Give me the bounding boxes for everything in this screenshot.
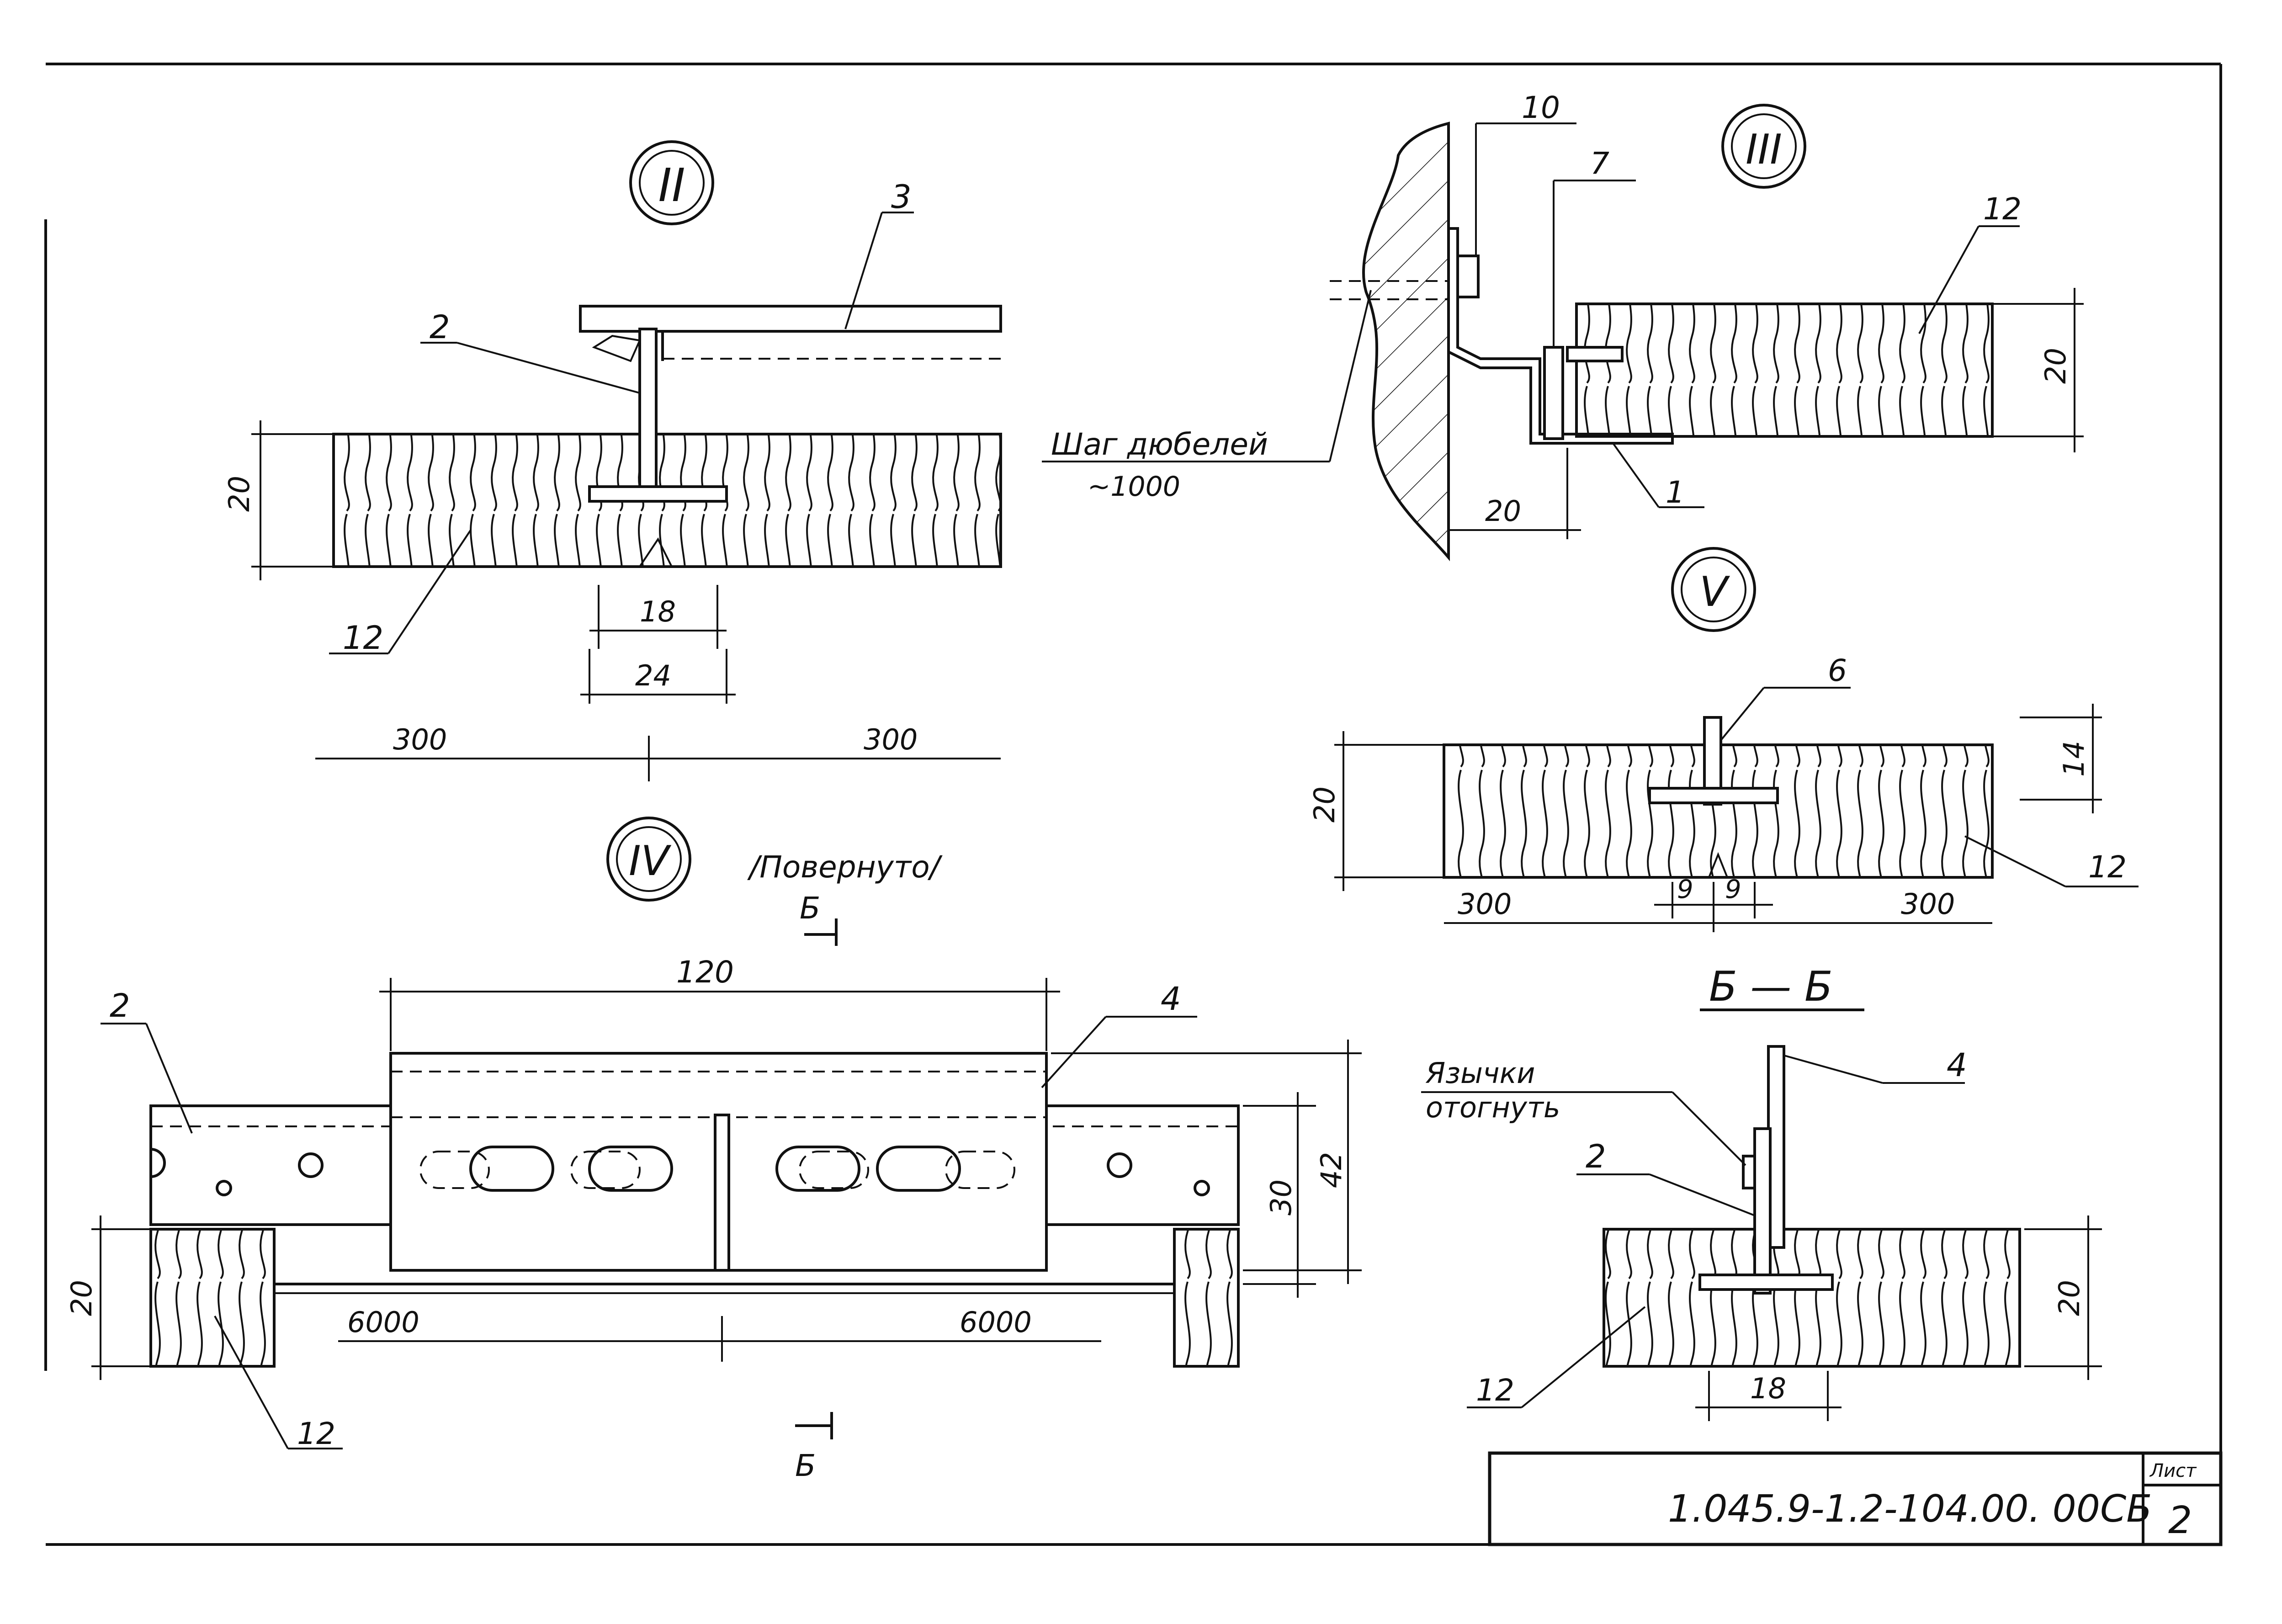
note-dowel-spacing: Шаг дюбелей	[1051, 427, 1268, 462]
callout-12: 12	[343, 619, 383, 657]
note-tabs-bend: отогнуть	[1426, 1091, 1560, 1124]
marker-label: V	[1699, 568, 1730, 616]
marker-label: III	[1746, 126, 1782, 174]
bent-tab	[1742, 1155, 1756, 1189]
dim-height-42: 42	[1315, 1152, 1348, 1188]
note-dowel-spacing-value: ~1000	[1088, 471, 1180, 503]
view-marker-II: II	[629, 140, 714, 225]
marker-label: II	[658, 159, 685, 212]
dim-height-20: 20	[65, 1280, 98, 1316]
callout-6: 6	[1828, 653, 1847, 688]
clip-tab	[592, 334, 641, 362]
t-profile-stem	[638, 328, 658, 490]
t-profile-flange	[588, 485, 728, 503]
section-title: Б — Б	[1709, 963, 1833, 1011]
callout-4: 4	[1947, 1046, 1967, 1084]
dim-height-30: 30	[1264, 1179, 1298, 1215]
drawing-frame	[44, 63, 2222, 1546]
view-V: V 6 12 20 14 9 9 300 300	[1308, 547, 2139, 932]
title-block: 1.045.9-1.2-104.00. 00СБ Лист 2	[1488, 1451, 2223, 1546]
callout-12: 12	[297, 1416, 335, 1451]
span-300-right: 300	[864, 723, 918, 756]
callout-4: 4	[1161, 980, 1181, 1018]
slot-2	[588, 1146, 673, 1192]
dim-24: 24	[635, 659, 671, 692]
profile-2-stem	[1753, 1127, 1772, 1295]
center-rib	[714, 1114, 730, 1272]
insulation-panel-right	[1173, 1228, 1240, 1368]
insulation-panel	[1575, 303, 1994, 438]
callout-12: 12	[1983, 191, 2022, 227]
callout-12: 12	[1476, 1373, 1514, 1408]
dim-height-20: 20	[1308, 786, 1341, 823]
callout-12: 12	[2088, 849, 2127, 885]
sheet-number: 2	[2168, 1499, 2192, 1542]
dim-height-20: 20	[2053, 1280, 2086, 1316]
dim-width-20: 20	[1485, 494, 1521, 528]
panel-joint-v	[639, 537, 673, 568]
cover-board	[579, 305, 1002, 333]
callout-2: 2	[430, 308, 450, 346]
callout-7: 7	[1590, 146, 1609, 181]
hole-right-2	[1194, 1180, 1210, 1196]
hole-right	[1107, 1152, 1132, 1178]
slot-4	[876, 1146, 961, 1192]
callout-2: 2	[1586, 1138, 1606, 1175]
profile-2-flange	[1698, 1274, 1834, 1291]
slot-1	[469, 1146, 554, 1192]
t-profile-flange	[1648, 787, 1779, 804]
panel-clip	[1566, 346, 1624, 362]
dim-height-14: 14	[2057, 741, 2091, 777]
span-300-left: 300	[1458, 887, 1512, 921]
dim-18: 18	[1750, 1372, 1786, 1405]
clip-7	[1543, 346, 1564, 440]
span-300-right: 300	[1901, 887, 1955, 921]
section-B-B: Б — Б Язычки отогнуть 4 2 12 20 18	[1421, 963, 2102, 1421]
dim-height-20: 20	[2039, 348, 2072, 384]
callout-3: 3	[891, 178, 912, 216]
insulation-panel-left	[149, 1228, 276, 1368]
span-6000-right: 6000	[960, 1306, 1032, 1339]
marker-label: IV	[629, 837, 672, 885]
note-tabs: Язычки	[1425, 1056, 1535, 1090]
dim-9-left: 9	[1677, 875, 1693, 904]
insulation-panel	[1603, 1228, 2021, 1368]
span-300-left: 300	[393, 723, 447, 756]
span-6000-left: 6000	[347, 1306, 419, 1339]
view-marker-V: V	[1671, 547, 1756, 632]
view-III: III 10 7 12 1 Шаг дюбелей ~1000	[1042, 90, 2084, 562]
callout-2: 2	[110, 987, 130, 1024]
view-marker-III: III	[1721, 104, 1806, 189]
dim-height-20: 20	[223, 476, 256, 512]
cut-mark-bottom: Б	[795, 1448, 816, 1483]
note-rotated: /Повернуто/	[747, 849, 943, 885]
dim-120: 120	[676, 955, 734, 990]
hole-left-2	[216, 1180, 232, 1196]
view-marker-IV: IV	[606, 817, 691, 902]
view-II: II 3 2 12 20 18 24	[223, 140, 1002, 781]
hole-left	[298, 1152, 324, 1178]
dim-9-right: 9	[1725, 875, 1741, 904]
cut-mark-top: Б	[800, 891, 820, 926]
slot-3	[775, 1146, 860, 1192]
callout-10: 10	[1522, 90, 1560, 125]
dim-18: 18	[640, 595, 676, 628]
view-IV: IV /Повернуто/ Б 2	[65, 817, 1362, 1483]
sheet-label: Лист	[2149, 1460, 2197, 1481]
angle-bracket	[1447, 227, 1674, 445]
concrete-wall	[1362, 122, 1450, 562]
callout-1: 1	[1666, 475, 1685, 510]
drawing-code: 1.045.9-1.2-104.00. 00СБ	[1668, 1487, 2152, 1531]
